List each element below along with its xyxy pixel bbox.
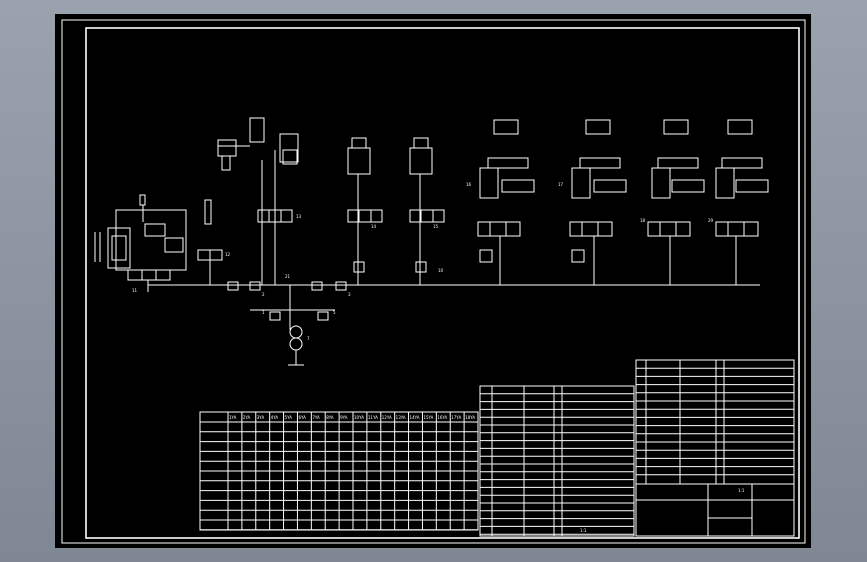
cylinder-unit-14: 14	[347, 137, 383, 285]
table-header-cell: 15YA	[423, 415, 433, 420]
table-header-cell: 16YA	[437, 415, 447, 420]
table-header-cell: 18YA	[465, 415, 475, 420]
tag-valve-13: 13	[296, 214, 302, 219]
table-header-cell: 5YA	[285, 415, 293, 420]
tag-16: 16	[466, 182, 472, 187]
parts-list-right	[635, 359, 795, 485]
tag-3: 3	[348, 292, 351, 297]
left-cylinder-unit: 11	[94, 194, 187, 293]
table-header-cell: 9YA	[340, 415, 348, 420]
tag-29: 29	[708, 218, 714, 223]
valve-12-group: 12	[197, 199, 231, 285]
tag-18: 18	[640, 218, 646, 223]
tag-17: 17	[558, 182, 564, 187]
table-header-cell: 1YA	[229, 415, 237, 420]
tag-relief-right: 5	[333, 310, 336, 315]
pump-group: 7 1 5	[262, 310, 336, 366]
solenoid-action-table: 1YA 2YA 3YA 4YA 5YA 6YA 7YA 8YA 9YA 10YA 11YA 12YA 1…	[199, 411, 479, 531]
cylinder-unit-15: 15 10	[409, 137, 445, 285]
table-header-cell: 3YA	[257, 415, 265, 420]
valve-13	[257, 209, 293, 223]
tag-15: 15	[433, 224, 439, 229]
title-ratio: 1:1	[738, 488, 745, 493]
right-unit-16: 16	[466, 119, 535, 285]
tag-valve-11: 11	[132, 288, 138, 293]
right-unit-18: 18	[640, 119, 705, 285]
table-header-cell: 11YA	[368, 415, 378, 420]
parts-list-middle	[479, 385, 635, 537]
tag-10: 10	[438, 268, 444, 273]
tag-valve-12: 12	[225, 252, 231, 257]
table-header-cell: 8YA	[326, 415, 334, 420]
sheet-inner-border	[85, 27, 800, 539]
sheet-outer-border	[61, 19, 806, 544]
title-block: 1:1 1:1	[580, 483, 795, 537]
relief-valves-main-line: 2 3	[227, 281, 351, 297]
tag-pump: 7	[307, 336, 310, 341]
drawing-sheet	[55, 14, 811, 548]
tag-21: 21	[285, 274, 291, 279]
table-header-cell: 6YA	[298, 415, 306, 420]
right-unit-29: 29	[708, 119, 769, 285]
table-header-cell: 4YA	[271, 415, 279, 420]
valve-11	[127, 269, 171, 281]
table-header-cell: 17YA	[451, 415, 461, 420]
right-unit-17: 17	[558, 119, 627, 285]
table-header-cell: 12YA	[382, 415, 392, 420]
table-header-cell: 13YA	[396, 415, 406, 420]
press-unit-left: 13 21	[217, 117, 302, 285]
title-scale: 1:1	[580, 528, 587, 533]
tag-2: 2	[262, 292, 265, 297]
table-header-cell: 2YA	[243, 415, 251, 420]
table-header-cell: 10YA	[354, 415, 364, 420]
tag-14: 14	[371, 224, 377, 229]
table-header-cell: 7YA	[312, 415, 320, 420]
tag-relief-left: 1	[262, 310, 265, 315]
table-header-cell: 14YA	[410, 415, 420, 420]
